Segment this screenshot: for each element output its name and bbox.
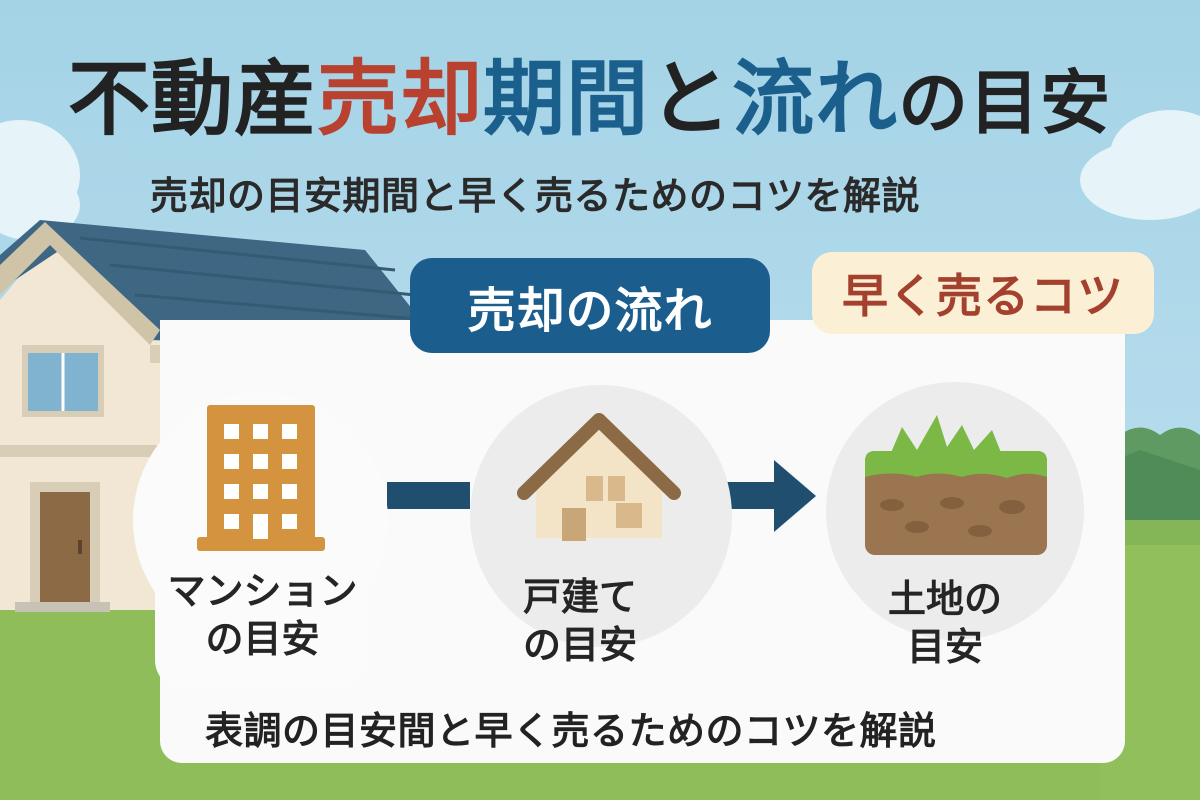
step-house-label-line1: 戸建て [522,575,637,619]
step-land-label-line1: 土地の [887,577,1002,621]
page-title: 不動産売却期間と流れの目安 [68,50,1111,153]
step-land-label: 土地の 目安 [870,575,1020,671]
apartment-building-icon [197,405,325,551]
title-part-period: 期間 [483,52,650,147]
arrow-right-icon [724,460,816,532]
step-land-label-line2: 目安 [906,625,983,669]
house-icon [517,413,681,541]
step-house-label-line2: の目安 [522,623,637,667]
land-plot-icon [865,415,1047,555]
subtitle: 売却の目安期間と早く売るためのコツを解説 [150,174,921,218]
bottom-caption: 表調の目安間と早く売るためのコツを解説 [205,709,937,753]
connector-line-1 [387,482,470,509]
step-mansion-label: マンション の目安 [160,567,365,663]
title-part-and: と [649,52,733,147]
title-part-realestate: 不動産 [68,52,318,147]
step-mansion-label-line1: マンション [167,569,358,613]
cloud-right-2 [1080,140,1200,220]
badge-sale-flow: 売却の流れ [410,258,770,353]
title-part-sale: 売却 [317,52,484,147]
title-part-flow: 流れ [732,52,899,147]
step-mansion-label-line2: の目安 [205,617,320,661]
badge-quick-sale-tips: 早く売るコツ [812,252,1154,334]
step-house-label: 戸建て の目安 [495,573,665,669]
title-part-guide: の目安 [898,62,1112,144]
